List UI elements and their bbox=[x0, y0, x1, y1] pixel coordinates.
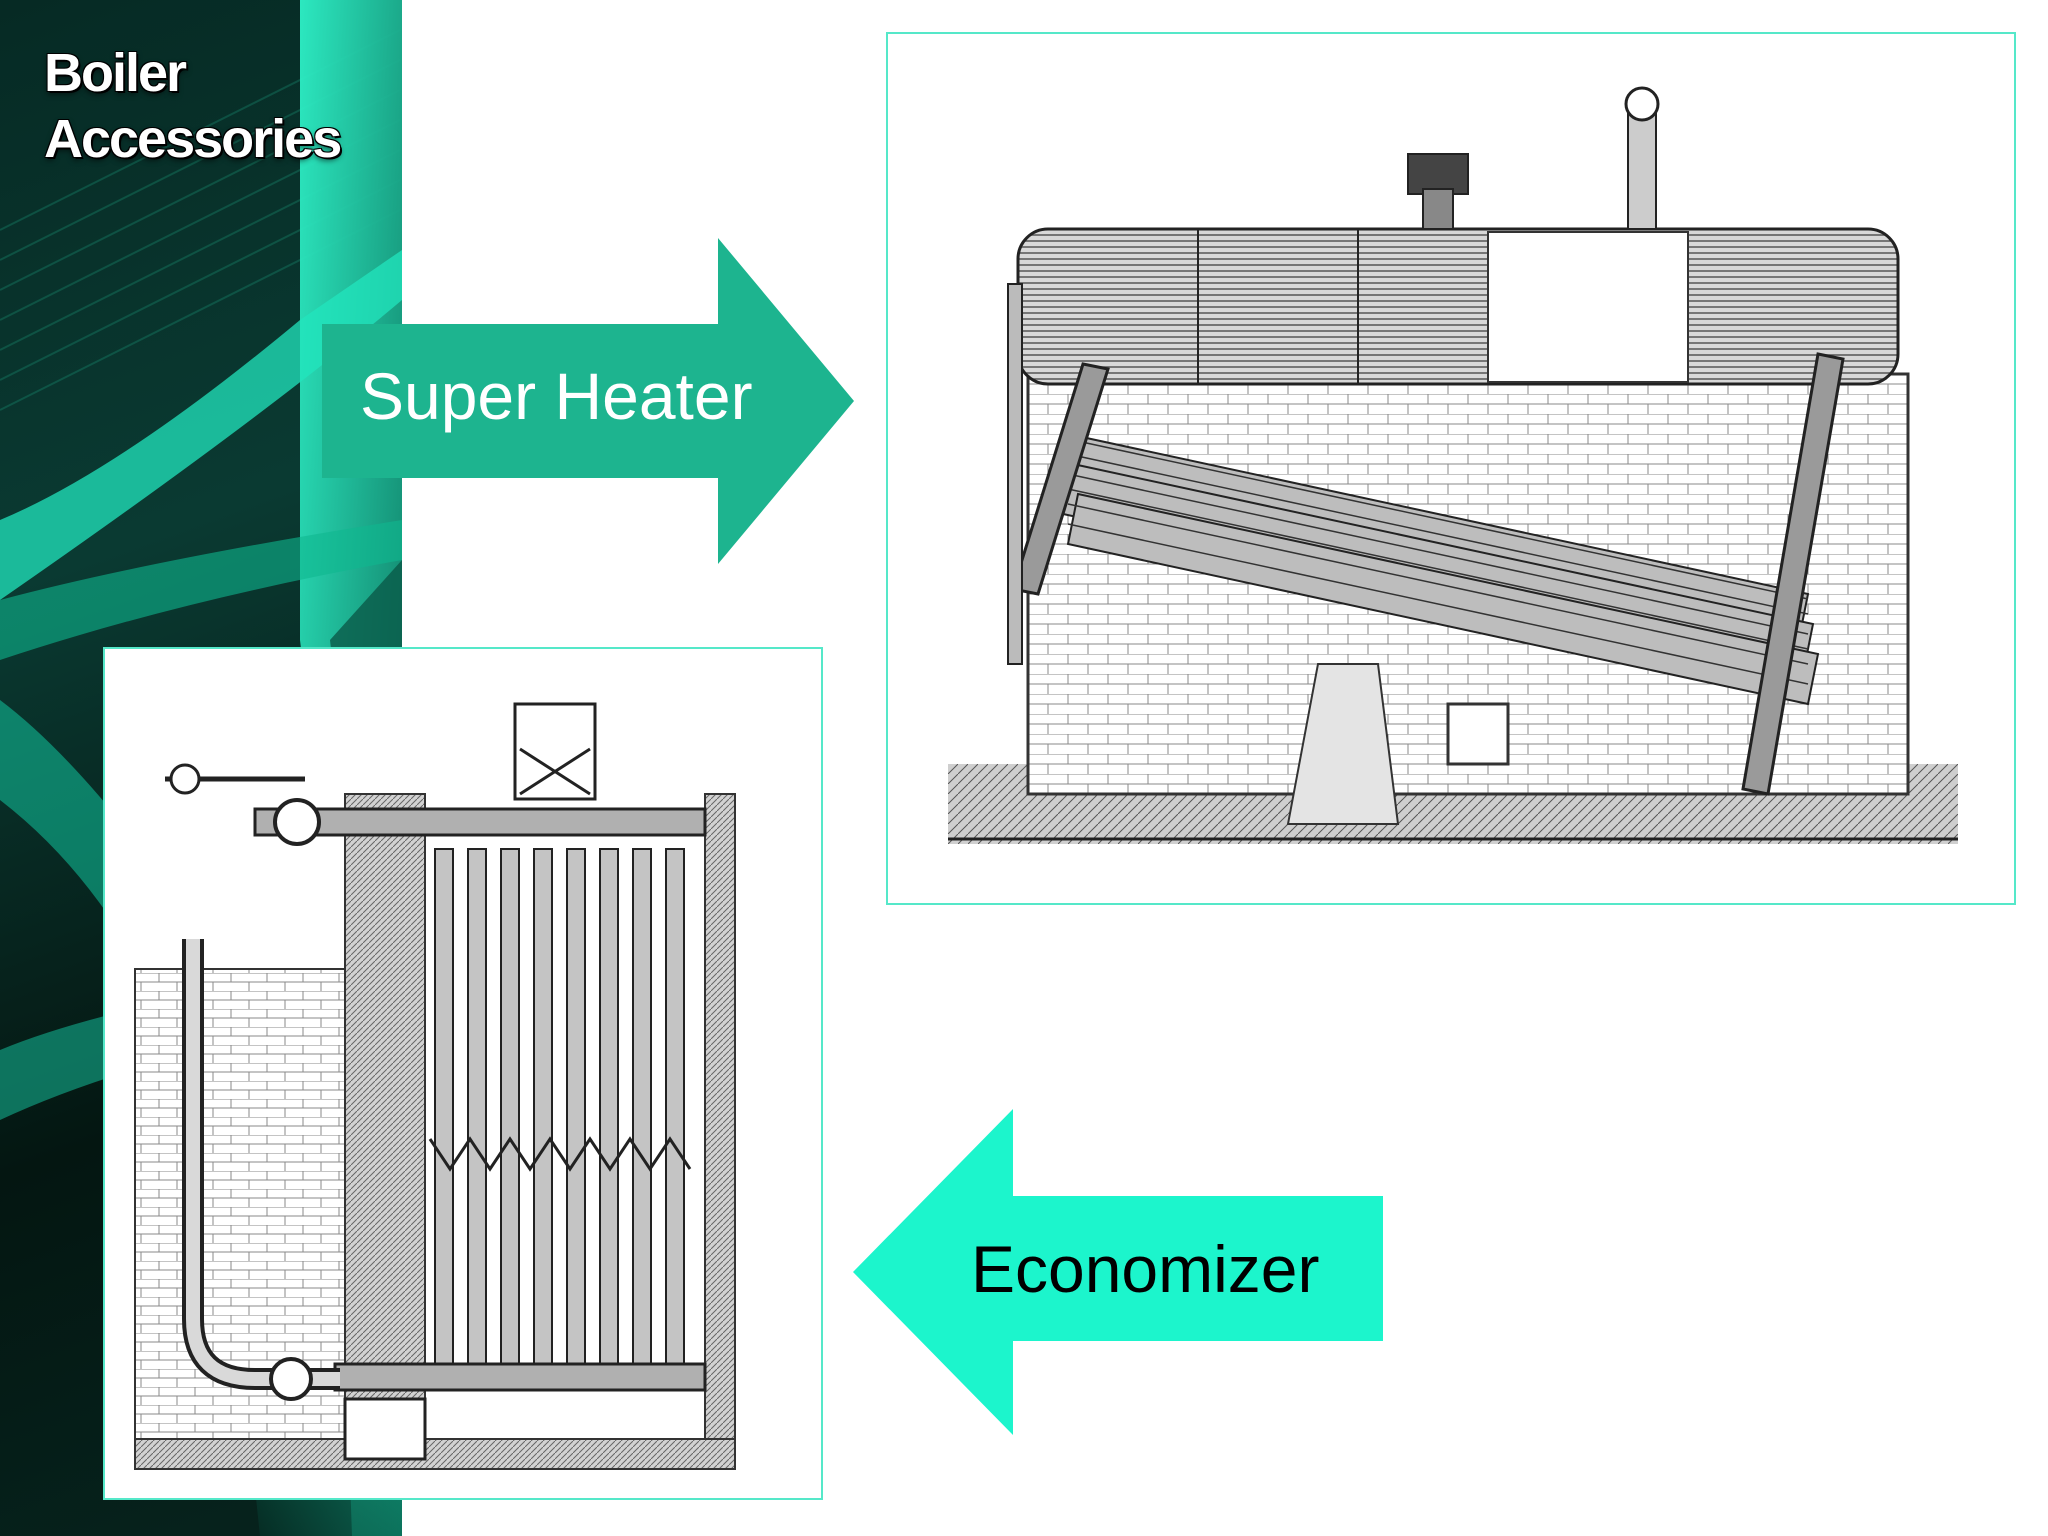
economizer-illustration-frame bbox=[103, 647, 823, 1500]
title-line-1: Boiler bbox=[44, 43, 187, 103]
right-arrow-icon bbox=[322, 238, 854, 564]
boiler-illustration-frame bbox=[886, 32, 2016, 905]
economizer-arrow: Economizer bbox=[853, 1109, 1383, 1435]
title-line-2: Accessories bbox=[44, 109, 342, 169]
super-heater-arrow: Super Heater bbox=[322, 238, 854, 564]
boiler-illustration bbox=[948, 86, 1958, 844]
left-arrow-icon bbox=[853, 1109, 1383, 1435]
super-heater-label: Super Heater bbox=[360, 359, 753, 433]
slide-title: Boiler Accessories bbox=[44, 40, 384, 172]
economizer-label: Economizer bbox=[971, 1232, 1320, 1306]
economizer-illustration bbox=[134, 702, 736, 1470]
